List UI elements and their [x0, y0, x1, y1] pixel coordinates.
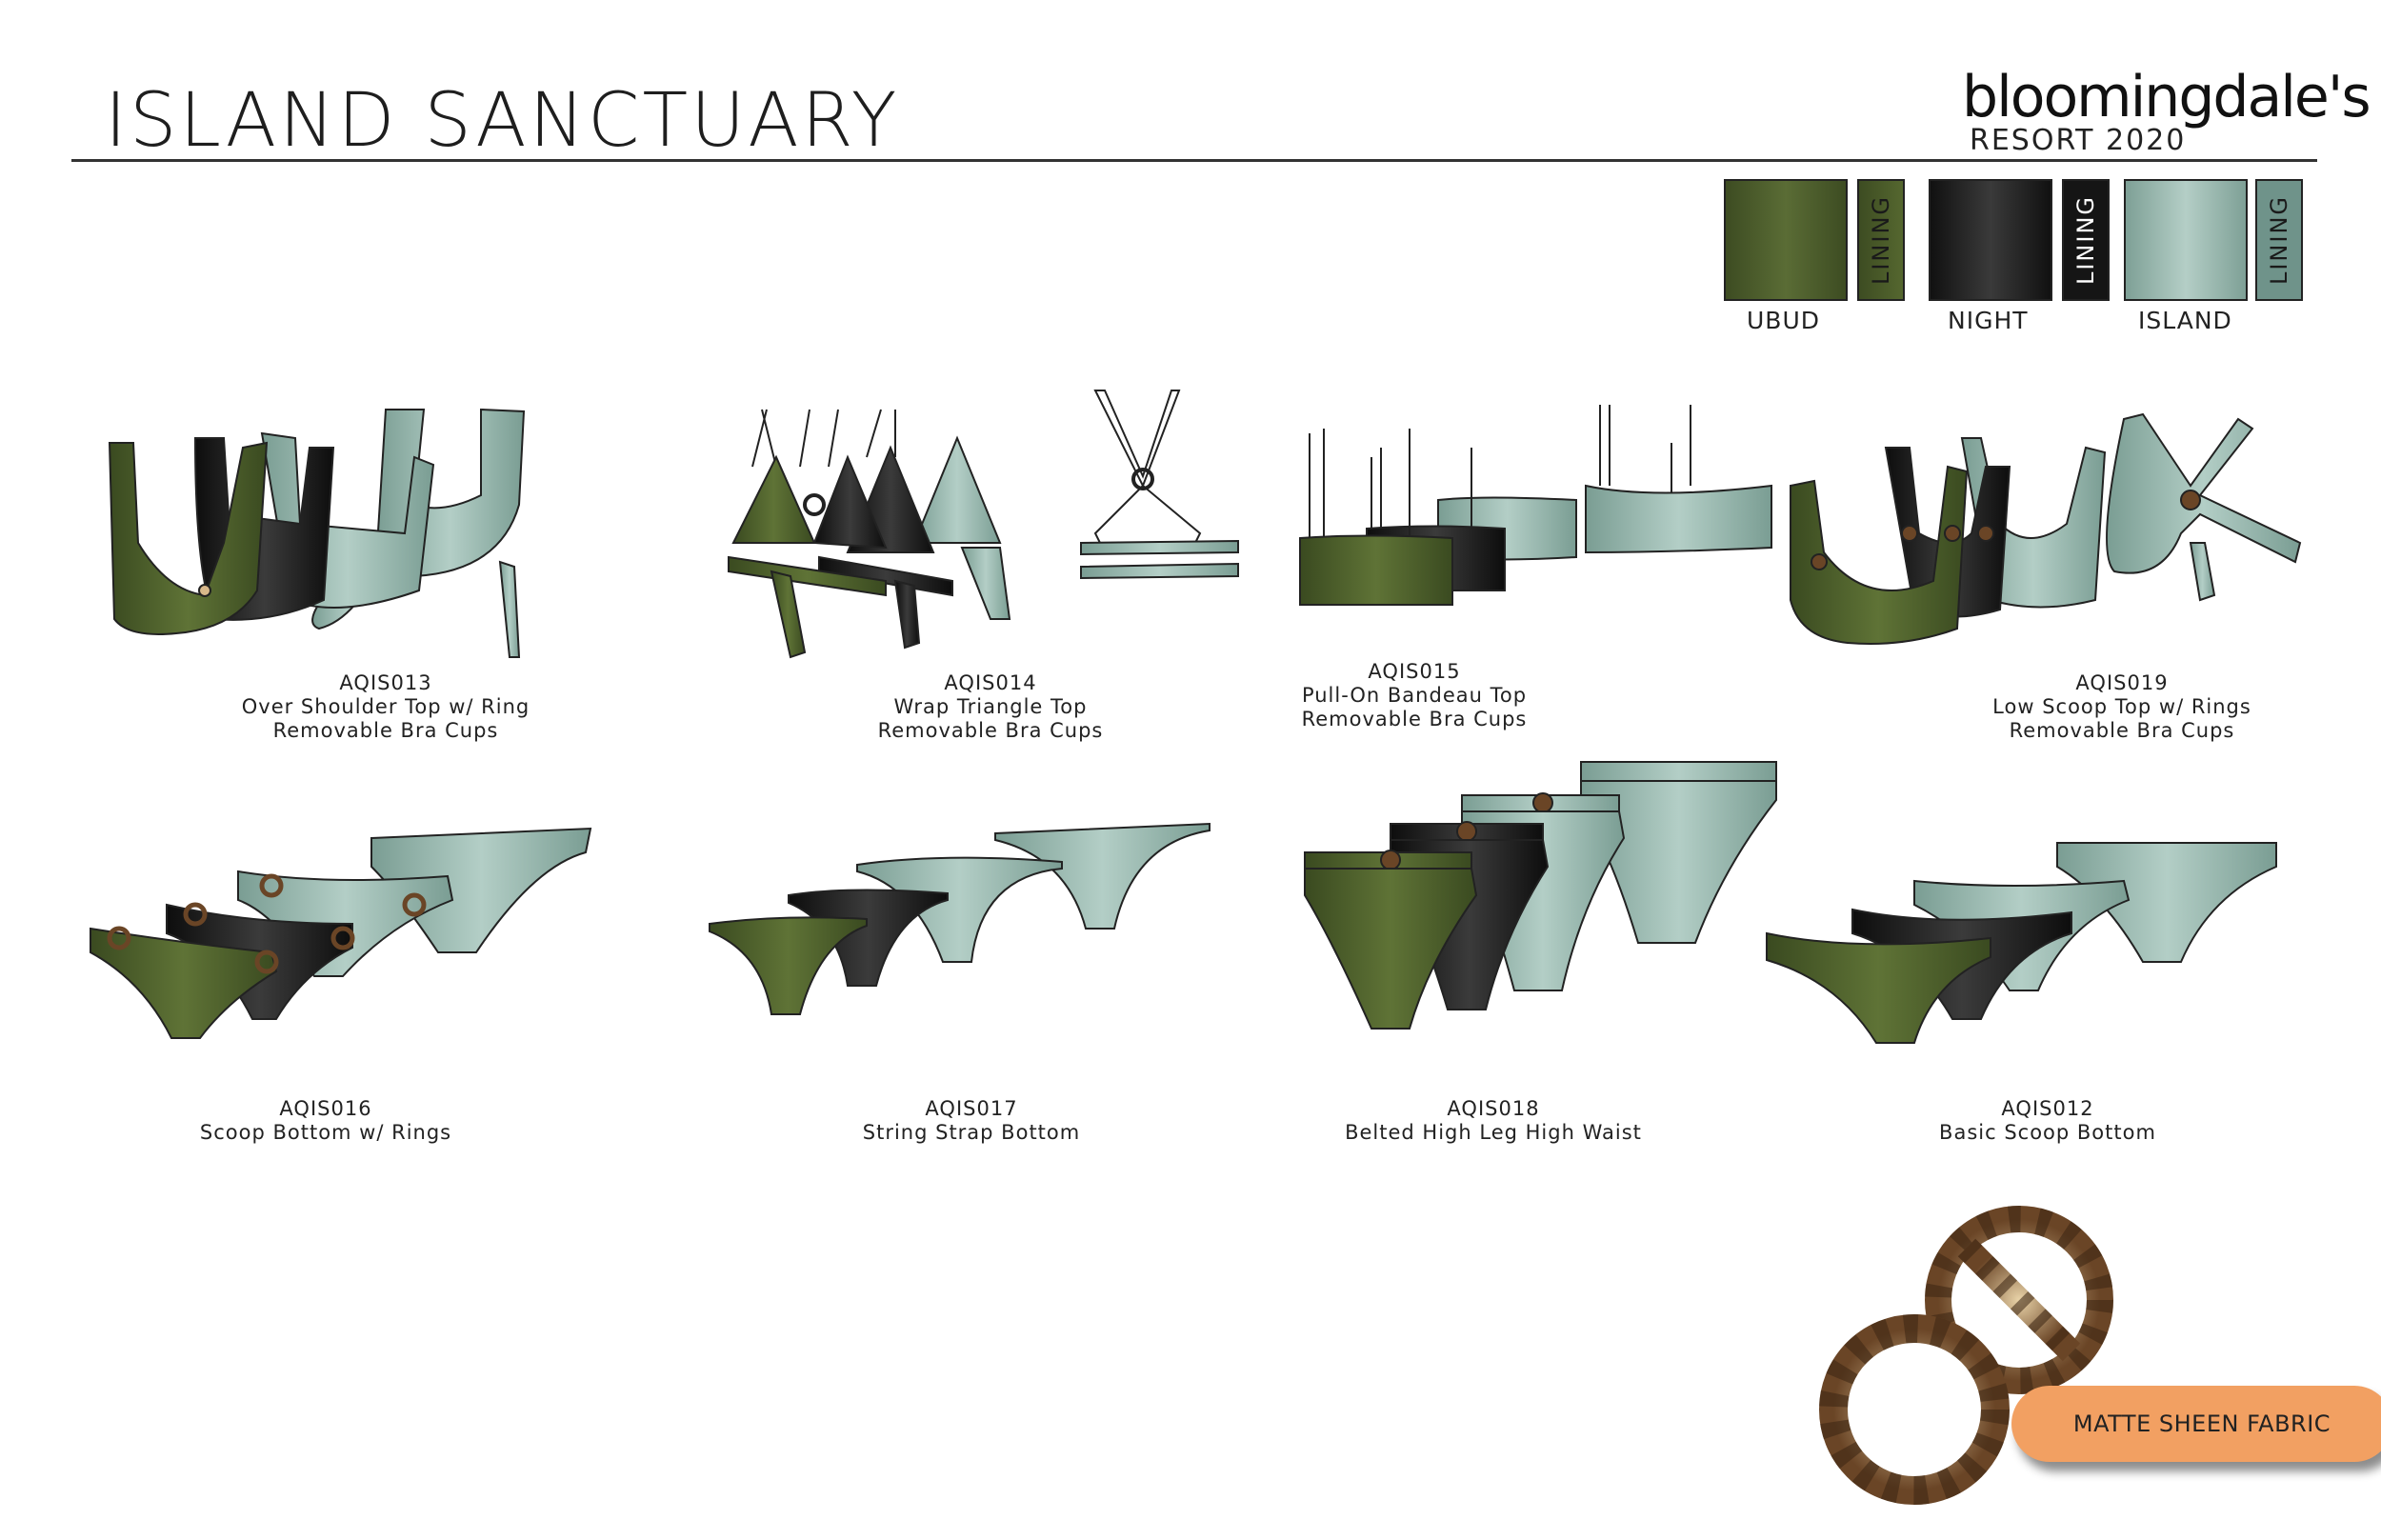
swatch-night	[1929, 179, 2052, 301]
tortoise-ring-hardware	[1819, 1206, 2113, 1505]
illustration-aqis014	[728, 390, 1239, 659]
style-code: AQIS018	[1447, 1097, 1540, 1120]
swatch-label-night: NIGHT	[1948, 307, 2029, 334]
lining-label: LINING	[1868, 194, 1894, 286]
swatch-label-ubud: UBUD	[1747, 307, 1820, 334]
style-caption-aqis018: AQIS018 Belted High Leg High Waist	[1274, 1097, 1712, 1145]
style-code: AQIS012	[2001, 1097, 2094, 1120]
style-name: Wrap Triangle Top	[893, 695, 1088, 718]
style-note: Removable Bra Cups	[877, 719, 1104, 742]
style-caption-aqis014: AQIS014 Wrap Triangle Top Removable Bra …	[771, 671, 1210, 743]
lining-swatch-island: LINING	[2255, 179, 2303, 301]
illustration-aqis018	[1304, 761, 1777, 1030]
swatch-ubud	[1724, 179, 1848, 301]
style-code: AQIS019	[2075, 671, 2169, 694]
style-code: AQIS016	[279, 1097, 372, 1120]
header-divider	[71, 159, 2317, 162]
lining-swatch-ubud: LINING	[1857, 179, 1905, 301]
brand-logo: bloomingdale's	[1962, 64, 2371, 130]
style-caption-aqis012: AQIS012 Basic Scoop Bottom	[1829, 1097, 2267, 1145]
illustration-aqis019	[1790, 412, 2302, 645]
style-caption-aqis013: AQIS013 Over Shoulder Top w/ Ring Remova…	[167, 671, 605, 743]
swatch-island	[2124, 179, 2248, 301]
style-name: Belted High Leg High Waist	[1345, 1121, 1642, 1144]
illustration-aqis017	[709, 822, 1211, 1015]
style-code: AQIS015	[1368, 660, 1461, 683]
style-code: AQIS014	[944, 671, 1037, 694]
lining-swatch-night: LINING	[2062, 179, 2110, 301]
style-note: Removable Bra Cups	[2009, 719, 2235, 742]
illustration-aqis012	[1766, 842, 2277, 1044]
illustration-aqis013	[108, 408, 526, 658]
page-title: ISLAND SANCTUARY	[105, 78, 900, 164]
lining-label: LINING	[2072, 194, 2099, 286]
style-note: Removable Bra Cups	[272, 719, 499, 742]
style-caption-aqis019: AQIS019 Low Scoop Top w/ Rings Removable…	[1903, 671, 2341, 743]
illustration-aqis016	[90, 827, 592, 1039]
style-name: Over Shoulder Top w/ Ring	[241, 695, 530, 718]
style-caption-aqis015: AQIS015 Pull-On Bandeau Top Removable Br…	[1195, 660, 1633, 731]
style-caption-aqis017: AQIS017 String Strap Bottom	[752, 1097, 1190, 1145]
swatch-label-island: ISLAND	[2138, 307, 2232, 334]
style-code: AQIS017	[925, 1097, 1018, 1120]
illustration-aqis015	[1299, 405, 1772, 607]
style-name: String Strap Bottom	[862, 1121, 1081, 1144]
style-note: Removable Bra Cups	[1301, 708, 1528, 730]
style-name: Low Scoop Top w/ Rings	[1992, 695, 2251, 718]
lining-label: LINING	[2266, 194, 2292, 286]
style-code: AQIS013	[339, 671, 432, 694]
season-label: RESORT 2020	[1970, 124, 2187, 157]
fabric-badge: MATTE SHEEN FABRIC	[2011, 1386, 2381, 1462]
style-name: Basic Scoop Bottom	[1939, 1121, 2156, 1144]
style-name: Scoop Bottom w/ Rings	[199, 1121, 452, 1144]
style-caption-aqis016: AQIS016 Scoop Bottom w/ Rings	[107, 1097, 545, 1145]
style-name: Pull-On Bandeau Top	[1301, 684, 1528, 707]
